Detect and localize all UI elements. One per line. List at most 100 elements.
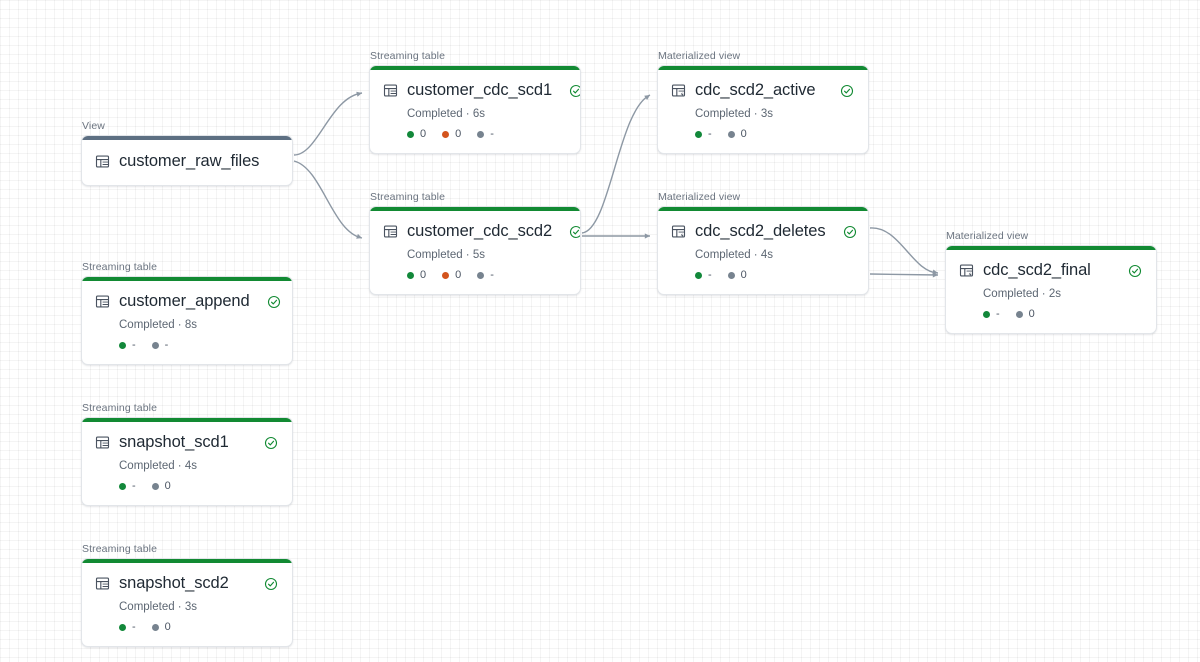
pipeline-node-customer_cdc_scd1[interactable]: Streaming table customer_cdc_scd1 Comple…	[369, 50, 581, 154]
edge-arrow-icon	[932, 272, 938, 278]
pipeline-node-cdc_scd2_final[interactable]: Materialized view cdc_scd2_final Complet…	[945, 230, 1157, 334]
node-card-cdc_scd2_deletes[interactable]: cdc_scd2_deletes Completed · 4s -0	[657, 206, 869, 295]
metric-dot-icon	[983, 311, 990, 318]
metric-value: -	[132, 480, 136, 492]
node-card-body: customer_raw_files	[82, 140, 292, 185]
node-metric: -	[477, 270, 494, 281]
pipeline-node-customer_raw_files[interactable]: View customer_raw_files	[81, 120, 293, 186]
node-status-text: Completed · 6s	[407, 108, 485, 120]
node-status-text: Completed · 3s	[119, 601, 197, 613]
node-kind-label: View	[82, 120, 105, 132]
node-kind-label: Streaming table	[82, 261, 158, 273]
node-card-snapshot_scd1[interactable]: snapshot_scd1 Completed · 4s -0	[81, 417, 293, 506]
streaming-table-icon	[95, 435, 110, 450]
metric-value: -	[708, 269, 712, 281]
metric-dot-icon	[727, 131, 735, 138]
metric-value: -	[490, 269, 494, 281]
node-status-text: Completed · 2s	[983, 288, 1061, 300]
metric-value: 0	[740, 269, 747, 281]
metric-dot-icon	[151, 342, 159, 349]
node-card-body: customer_append Completed · 8s --	[82, 281, 292, 364]
node-kind-label: Streaming table	[82, 402, 158, 414]
node-title-row: customer_append	[95, 292, 281, 311]
metric-dot-icon	[477, 272, 485, 279]
node-card-body: snapshot_scd1 Completed · 4s -0	[82, 422, 292, 505]
node-title-row: cdc_scd2_deletes	[671, 222, 856, 241]
metric-value: 0	[455, 128, 462, 140]
edge-arrow-icon	[644, 233, 650, 239]
node-status-text: Completed · 8s	[119, 319, 197, 331]
node-status-text: Completed · 5s	[407, 249, 485, 261]
node-metric: 0	[151, 622, 171, 633]
edge-cdc_scd2_active-to-cdc_scd2_final	[869, 227, 939, 274]
node-title-row: customer_cdc_scd1	[383, 81, 580, 100]
node-kind-label: Streaming table	[370, 50, 446, 62]
node-card-body: cdc_scd2_deletes Completed · 4s -0	[658, 211, 868, 294]
pipeline-node-customer_cdc_scd2[interactable]: Streaming table customer_cdc_scd2 Comple…	[369, 191, 581, 295]
metric-value: 0	[420, 128, 427, 140]
pipeline-node-snapshot_scd1[interactable]: Streaming table snapshot_scd1 Completed …	[81, 402, 293, 506]
metric-dot-icon	[119, 342, 126, 349]
check-circle-icon	[1120, 264, 1142, 278]
metric-value: 0	[740, 128, 747, 140]
check-circle-icon	[259, 295, 281, 309]
node-kind-label: Materialized view	[946, 230, 1029, 242]
node-metric: -	[695, 129, 712, 140]
metric-dot-icon	[477, 131, 485, 138]
node-metric: -	[119, 481, 136, 492]
node-status-bar-green	[370, 66, 580, 70]
edge-cdc_scd2_deletes-to-cdc_scd2_final	[869, 273, 939, 276]
node-metric: 0	[442, 129, 461, 140]
metric-dot-icon	[407, 272, 414, 279]
pipeline-node-customer_append[interactable]: Streaming table customer_append Complete…	[81, 261, 293, 365]
node-title-row: snapshot_scd1	[95, 433, 278, 452]
streaming-table-icon	[95, 576, 110, 591]
edge-arrow-icon	[932, 269, 938, 275]
node-metrics: -0	[695, 270, 854, 281]
check-circle-icon	[561, 84, 580, 98]
node-card-cdc_scd2_final[interactable]: cdc_scd2_final Completed · 2s -0	[945, 245, 1157, 334]
node-metric: 0	[727, 269, 747, 281]
node-title-row: snapshot_scd2	[95, 574, 278, 593]
metric-value: 0	[164, 480, 171, 492]
edge-arrow-icon	[356, 233, 362, 239]
node-title: cdc_scd2_deletes	[695, 222, 826, 240]
node-title-row: cdc_scd2_active	[671, 81, 854, 100]
node-kind-label: Streaming table	[370, 191, 446, 203]
node-status-bar-green	[658, 66, 868, 70]
metric-value: 0	[420, 269, 427, 281]
node-title: customer_append	[119, 292, 250, 310]
streaming-table-icon	[383, 224, 398, 239]
node-metric: -	[983, 309, 1000, 320]
edge-customer_raw_files-to-customer_cdc_scd1	[293, 92, 363, 156]
metric-dot-icon	[727, 272, 735, 279]
node-card-customer_append[interactable]: customer_append Completed · 8s --	[81, 276, 293, 365]
node-metric: 0	[151, 480, 171, 492]
metric-dot-icon	[442, 131, 450, 138]
edge-arrow-icon	[356, 91, 362, 97]
pipeline-node-cdc_scd2_deletes[interactable]: Materialized view cdc_scd2_deletes Compl…	[657, 191, 869, 295]
node-card-customer_cdc_scd2[interactable]: customer_cdc_scd2 Completed · 5s 0 0 -	[369, 206, 581, 295]
node-metric: 0	[407, 129, 426, 140]
metric-dot-icon	[119, 483, 126, 490]
node-card-snapshot_scd2[interactable]: snapshot_scd2 Completed · 3s -0	[81, 558, 293, 647]
node-title-row: customer_cdc_scd2	[383, 222, 580, 241]
edge-arrow-icon	[644, 95, 650, 100]
node-metric: 0	[1015, 309, 1035, 320]
pipeline-node-snapshot_scd2[interactable]: Streaming table snapshot_scd2 Completed …	[81, 543, 293, 647]
table-icon	[95, 154, 110, 169]
streaming-table-icon	[383, 83, 398, 98]
node-status-bar-green	[82, 418, 292, 422]
node-metrics: -0	[983, 309, 1142, 320]
node-metric: 0	[407, 270, 426, 281]
node-metric: 0	[442, 270, 461, 281]
node-metrics: -0	[119, 481, 278, 492]
node-status-text: Completed · 4s	[119, 460, 197, 472]
pipeline-node-cdc_scd2_active[interactable]: Materialized view cdc_scd2_active Comple…	[657, 50, 869, 154]
node-card-cdc_scd2_active[interactable]: cdc_scd2_active Completed · 3s -0	[657, 65, 869, 154]
node-title: customer_raw_files	[119, 152, 260, 170]
metric-dot-icon	[695, 272, 702, 279]
node-card-customer_raw_files[interactable]: customer_raw_files	[81, 135, 293, 186]
